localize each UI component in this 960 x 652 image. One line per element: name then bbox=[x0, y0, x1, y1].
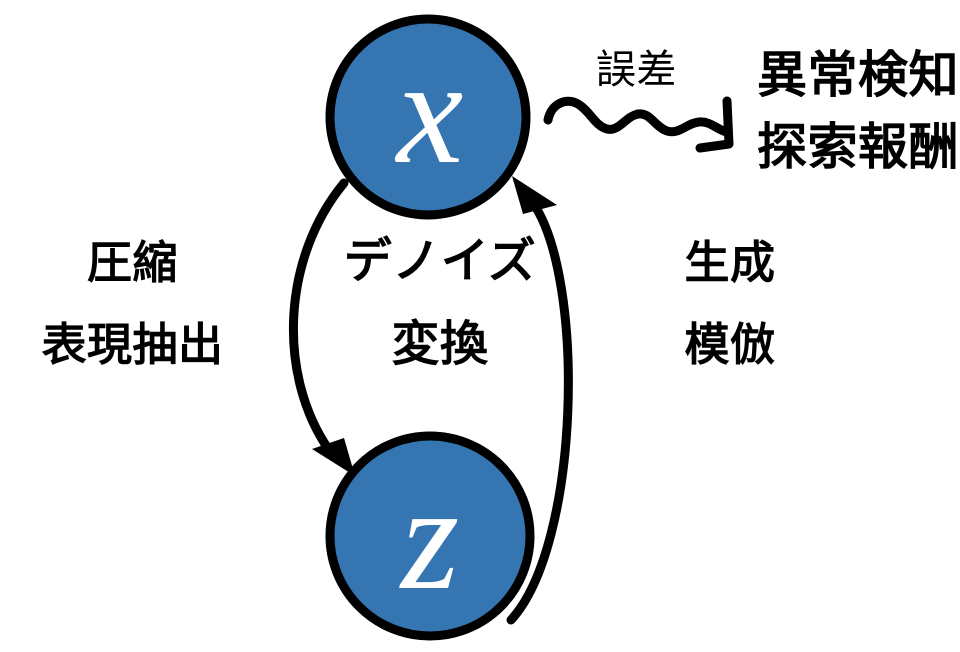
edge-x-to-z bbox=[288, 178, 355, 476]
node-z: z bbox=[325, 431, 535, 641]
edge-z-to-x bbox=[506, 176, 573, 625]
label-generate: 生成 bbox=[684, 237, 776, 288]
node-x: x bbox=[325, 14, 531, 220]
label-transform: 変換 bbox=[391, 318, 489, 371]
node-x-symbol: x bbox=[395, 29, 464, 195]
edge-error-wave bbox=[543, 96, 734, 153]
label-exploration-reward: 探索報酬 bbox=[757, 119, 959, 175]
label-imitate: 模倣 bbox=[684, 319, 776, 370]
node-x-circle bbox=[325, 14, 531, 220]
error-wave-path bbox=[543, 96, 732, 137]
label-anomaly-detection: 異常検知 bbox=[757, 47, 959, 103]
edge-x-to-z-path bbox=[288, 178, 349, 455]
label-error: 誤差 bbox=[596, 48, 677, 92]
error-wave-arrowhead bbox=[695, 96, 734, 153]
label-denoise: デノイズ bbox=[343, 235, 537, 288]
label-compress: 圧縮 bbox=[87, 237, 178, 288]
node-z-circle bbox=[325, 431, 535, 641]
label-representation-extraction: 表現抽出 bbox=[41, 319, 224, 370]
edge-z-to-x-arrowhead bbox=[512, 176, 557, 214]
node-z-symbol: z bbox=[399, 455, 459, 621]
edge-x-to-z-arrowhead bbox=[312, 438, 355, 476]
edge-z-to-x-path bbox=[506, 198, 573, 625]
